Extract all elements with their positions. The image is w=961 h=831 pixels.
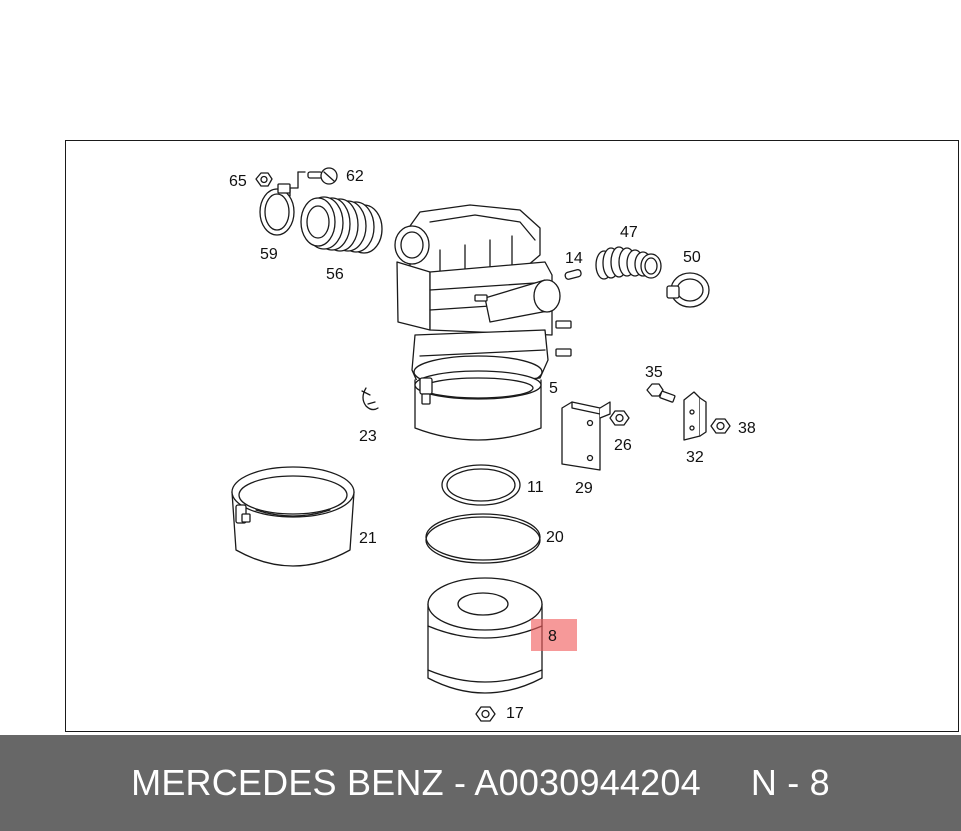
label-23: 23 (359, 428, 377, 445)
label-26: 26 (614, 437, 632, 454)
footer-diagram-position: N - 8 (750, 762, 830, 803)
part-32-bracket (683, 391, 707, 441)
part-47-hose (595, 246, 662, 280)
part-17-nut (475, 706, 496, 722)
label-11: 11 (527, 479, 544, 496)
part-62-screw (289, 167, 338, 197)
label-65: 65 (229, 173, 247, 190)
part-56-corrugated-hose (300, 196, 383, 254)
label-47: 47 (620, 224, 638, 241)
label-56: 56 (326, 266, 344, 283)
label-8: 8 (548, 628, 557, 645)
part-5-filter-housing (394, 204, 572, 441)
part-20-seal-ring (425, 513, 541, 564)
label-17: 17 (506, 705, 524, 722)
label-29: 29 (575, 480, 593, 497)
part-23-clip (361, 387, 379, 411)
part-21-filter-bowl (231, 466, 355, 567)
label-32: 32 (686, 449, 704, 466)
parts-diagram: 65 62 59 56 14 47 50 35 5 23 26 38 32 29… (229, 167, 756, 722)
part-26-nut (609, 410, 630, 426)
part-65-nut (255, 172, 273, 187)
label-62: 62 (346, 168, 364, 185)
label-59: 59 (260, 246, 278, 263)
part-8-filter-element (427, 577, 543, 694)
part-35-bolt (646, 383, 676, 403)
highlight-part-8 (531, 619, 577, 651)
label-5: 5 (549, 380, 558, 397)
part-38-nut (710, 418, 731, 434)
label-50: 50 (683, 249, 701, 266)
part-29-bracket (561, 401, 611, 471)
part-50-clamp (666, 272, 710, 308)
part-59-hose-clamp (259, 183, 295, 236)
label-20: 20 (546, 529, 564, 546)
label-35: 35 (645, 364, 663, 381)
footer-bar: MERCEDES BENZ - A0030944204 N - 8 (0, 735, 961, 831)
part-14-pin (564, 269, 582, 280)
label-21: 21 (359, 530, 377, 547)
part-11-o-ring (441, 464, 521, 506)
label-38: 38 (738, 420, 756, 437)
footer-brand-part-number: MERCEDES BENZ - A0030944204 (131, 762, 701, 803)
label-14: 14 (565, 250, 583, 267)
